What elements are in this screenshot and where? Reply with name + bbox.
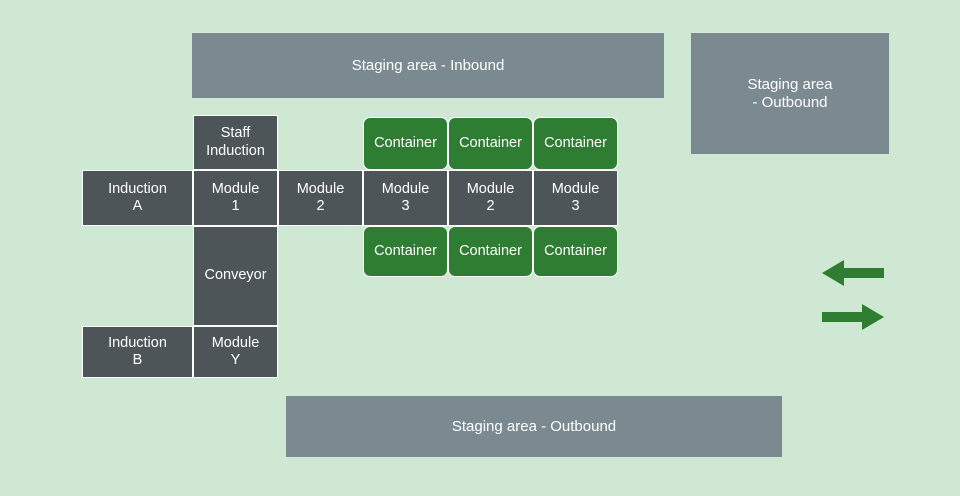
arrow-left-icon [822, 258, 884, 288]
container-box-container-bottom-1[interactable]: Container [363, 226, 448, 277]
container-box-container-bottom-3[interactable]: Container [533, 226, 618, 277]
module-cell-module-2-col5[interactable]: Module 2 [448, 170, 533, 226]
module-cell-induction-b[interactable]: Induction B [82, 326, 193, 378]
module-cell-module-y[interactable]: Module Y [193, 326, 278, 378]
module-cell-conveyor[interactable]: Conveyor [193, 226, 278, 326]
module-cell-staff-induction[interactable]: Staff Induction [193, 115, 278, 170]
module-cell-module-3-col6[interactable]: Module 3 [533, 170, 618, 226]
container-box-container-top-1[interactable]: Container [363, 117, 448, 170]
arrow-right-icon [822, 302, 884, 332]
container-box-container-top-3[interactable]: Container [533, 117, 618, 170]
module-cell-module-1[interactable]: Module 1 [193, 170, 278, 226]
container-box-container-top-2[interactable]: Container [448, 117, 533, 170]
staging-area-staging-outbound-bottom[interactable]: Staging area - Outbound [286, 396, 782, 457]
staging-area-staging-outbound-right[interactable]: Staging area - Outbound [691, 33, 889, 154]
staging-area-staging-inbound-top[interactable]: Staging area - Inbound [192, 33, 664, 98]
container-box-container-bottom-2[interactable]: Container [448, 226, 533, 277]
module-cell-module-3-col4[interactable]: Module 3 [363, 170, 448, 226]
module-cell-module-2-col3[interactable]: Module 2 [278, 170, 363, 226]
module-cell-induction-a[interactable]: Induction A [82, 170, 193, 226]
